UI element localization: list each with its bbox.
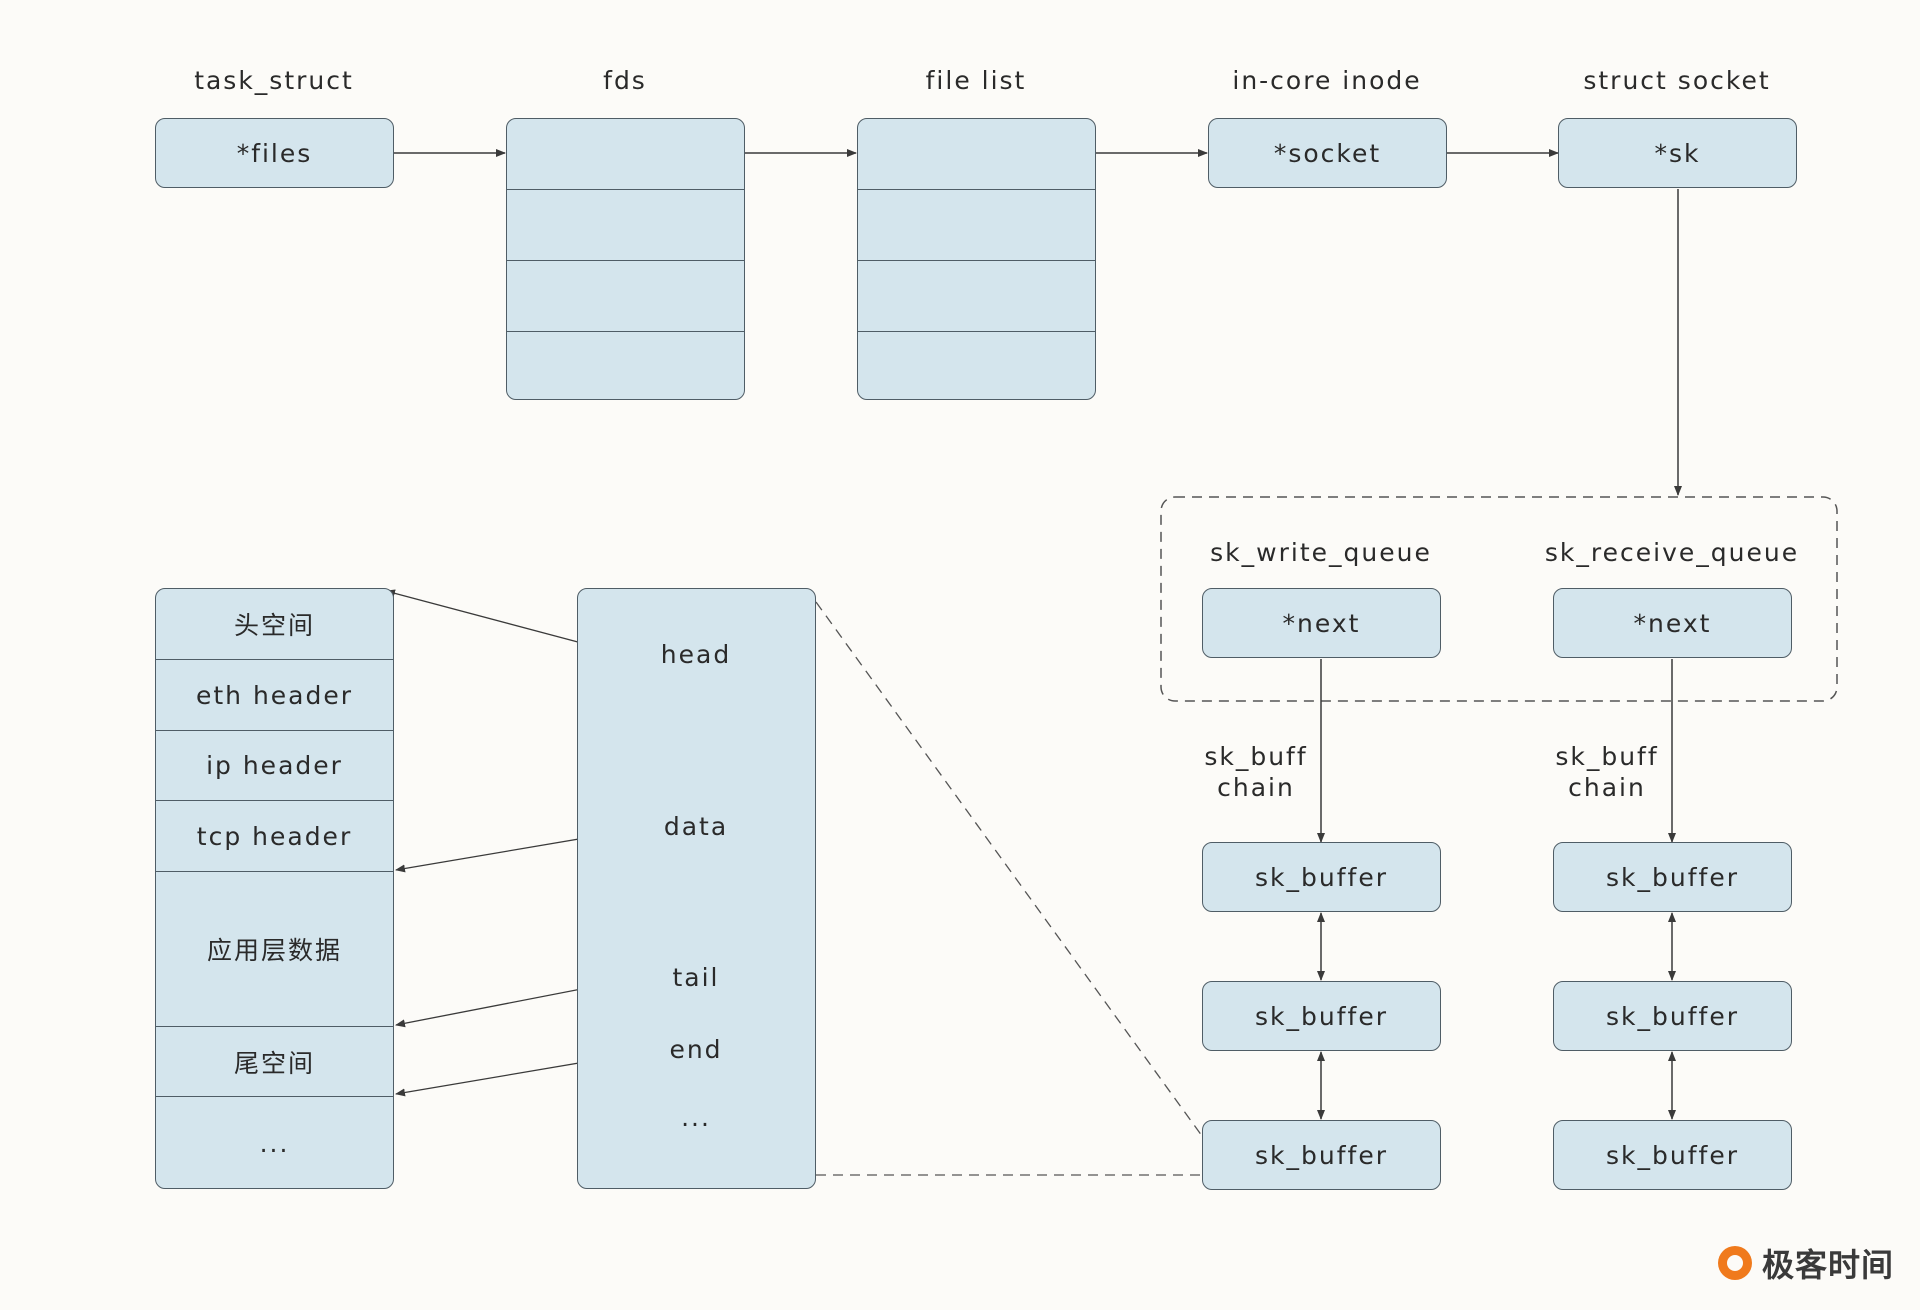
chain-label-line: sk_buff	[1555, 742, 1659, 771]
receive-sk-buffer: sk_buffer	[1553, 981, 1792, 1051]
title-struct-socket: struct socket	[1583, 66, 1771, 95]
receive-queue-label: sk_receive_queue	[1544, 538, 1800, 567]
file-list-slot	[858, 119, 1095, 189]
packet-app-data: 应用层数据	[156, 871, 393, 1026]
write-sk-buffer: sk_buffer	[1202, 981, 1441, 1051]
socket-sk-box: *sk	[1558, 118, 1797, 188]
write-chain-label: sk_buff chain	[1166, 741, 1346, 803]
write-queue-label: sk_write_queue	[1210, 538, 1432, 567]
packet-headroom: 头空间	[233, 611, 315, 640]
field-data: data	[663, 812, 729, 841]
packet-ip-header: ip header	[156, 730, 393, 800]
zoom-line-top	[815, 601, 1203, 1137]
queue-group-outline	[1160, 496, 1838, 702]
chain-label-line: sk_buff	[1204, 742, 1308, 771]
packet-tailroom: 尾空间	[156, 1026, 393, 1096]
brand-name: 极客时间	[1762, 1246, 1895, 1284]
task-files-box: *files	[155, 118, 394, 188]
brand-logo: 极客时间	[1718, 1240, 1894, 1286]
file-list-slot	[858, 189, 1095, 260]
brand-mark-icon	[1718, 1246, 1752, 1280]
receive-chain-label: sk_buff chain	[1517, 741, 1697, 803]
fds-table	[506, 118, 745, 400]
fds-slot	[507, 331, 744, 399]
chain-label-line: chain	[1217, 773, 1295, 802]
packet-tcp-header: tcp header	[156, 800, 393, 871]
title-in-core-inode: in-core inode	[1232, 66, 1422, 95]
write-sk-buffer: sk_buffer	[1202, 842, 1441, 912]
chain-label-line: chain	[1568, 773, 1646, 802]
sk-buff-detail	[577, 588, 816, 1189]
fds-slot	[507, 260, 744, 331]
file-list-slot	[858, 331, 1095, 399]
write-sk-buffer: sk_buffer	[1202, 1120, 1441, 1190]
title-file-list: file list	[925, 66, 1027, 95]
receive-sk-buffer: sk_buffer	[1553, 1120, 1792, 1190]
title-task-struct: task_struct	[194, 66, 354, 95]
packet-more: ...	[156, 1096, 393, 1188]
receive-sk-buffer: sk_buffer	[1553, 842, 1792, 912]
fds-slot	[507, 189, 744, 260]
field-tail: tail	[672, 963, 720, 992]
field-end: end	[669, 1035, 723, 1064]
file-list-table	[857, 118, 1096, 400]
packet-eth-header: eth header	[156, 659, 393, 730]
packet-buffer-layout: 头空间 eth header ip header tcp header 应用层数…	[155, 588, 394, 1189]
title-fds: fds	[603, 66, 647, 95]
receive-queue-next-box: *next	[1553, 588, 1792, 658]
field-head: head	[660, 640, 732, 669]
write-queue-next-box: *next	[1202, 588, 1441, 658]
file-list-slot	[858, 260, 1095, 331]
field-more: ...	[681, 1103, 711, 1132]
inode-socket-box: *socket	[1208, 118, 1447, 188]
fds-slot	[507, 119, 744, 189]
